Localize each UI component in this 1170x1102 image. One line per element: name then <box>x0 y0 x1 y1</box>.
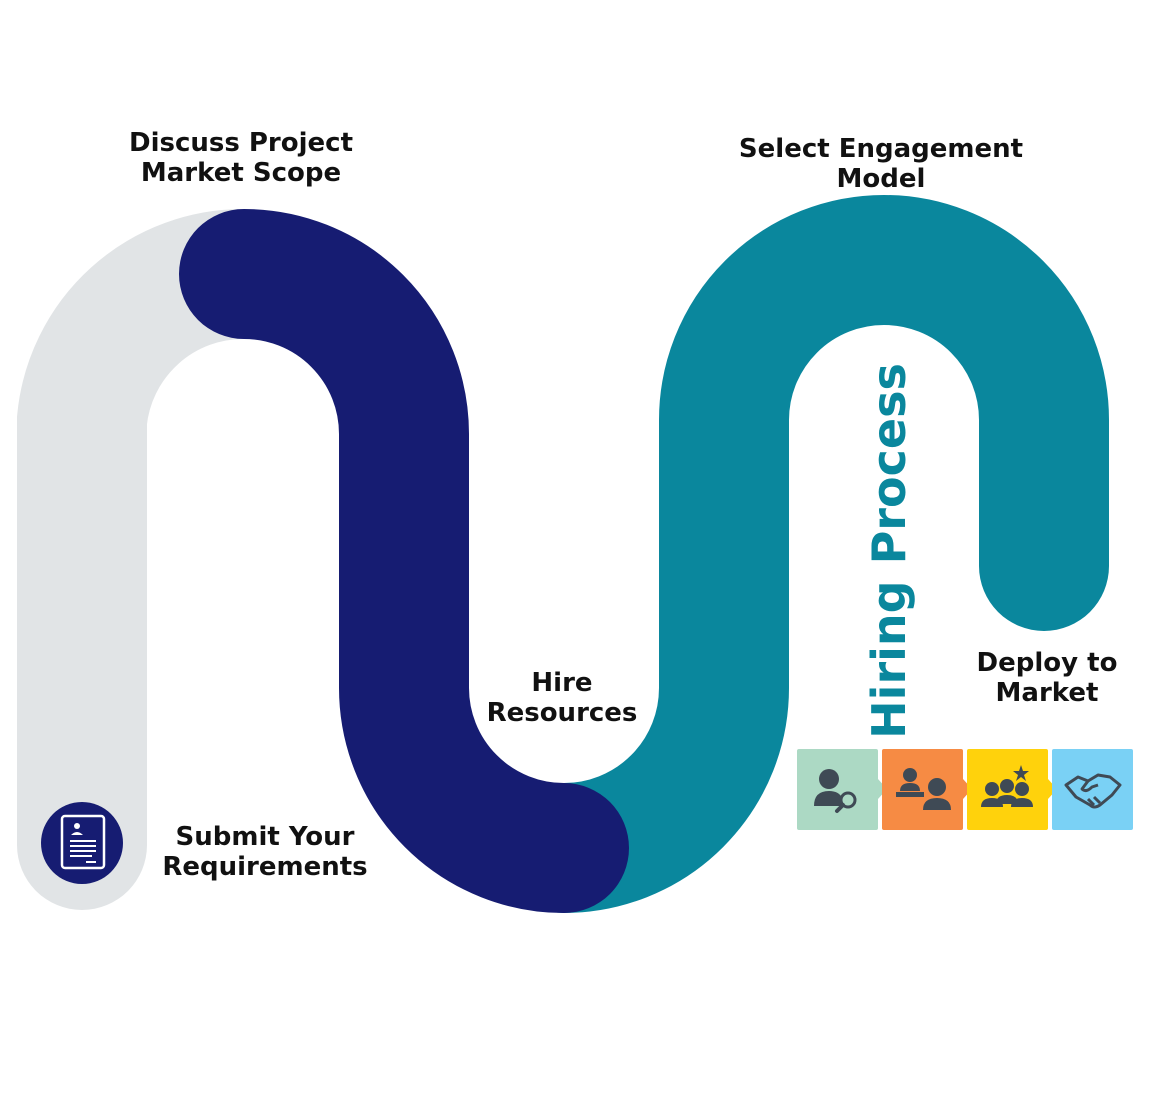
step-label-line: Market <box>995 678 1099 708</box>
step-label-line: Resources <box>486 698 638 728</box>
step-label-discuss-project: Discuss Project Market Scope <box>100 128 382 188</box>
step-label-line: Model <box>836 164 926 194</box>
track-segment-navy <box>179 209 629 913</box>
step-label-select-engagement: Select Engagement Model <box>700 134 1062 194</box>
interview-icon <box>896 768 951 810</box>
tile-team-star <box>967 749 1048 830</box>
tile-user-search <box>797 749 878 830</box>
track-segment-grey <box>17 208 309 910</box>
step-label-line: Market Scope <box>140 158 342 188</box>
document-icon <box>60 814 106 870</box>
team-star-icon <box>981 765 1033 807</box>
step-label-submit-requirements: Submit Your Requirements <box>140 822 390 882</box>
handshake-icon <box>1064 773 1122 809</box>
user-search-icon <box>814 769 857 813</box>
step-label-hire-resources: Hire Resources <box>472 668 652 728</box>
step-label-line: Select Engagement <box>738 134 1024 164</box>
tile-handshake <box>1052 749 1133 830</box>
step-label-line: Discuss Project <box>128 128 354 158</box>
step-label-line: Hire <box>531 668 593 698</box>
track-segment-teal <box>499 195 1109 913</box>
requirements-badge <box>41 802 123 884</box>
step-label-line: Requirements <box>162 852 368 882</box>
step-label-deploy-market: Deploy to Market <box>952 648 1142 708</box>
diagram-title: Hiring Process <box>862 363 916 739</box>
step-label-line: Submit Your <box>175 822 355 852</box>
tile-interview <box>882 749 963 830</box>
step-label-line: Deploy to <box>976 648 1118 678</box>
